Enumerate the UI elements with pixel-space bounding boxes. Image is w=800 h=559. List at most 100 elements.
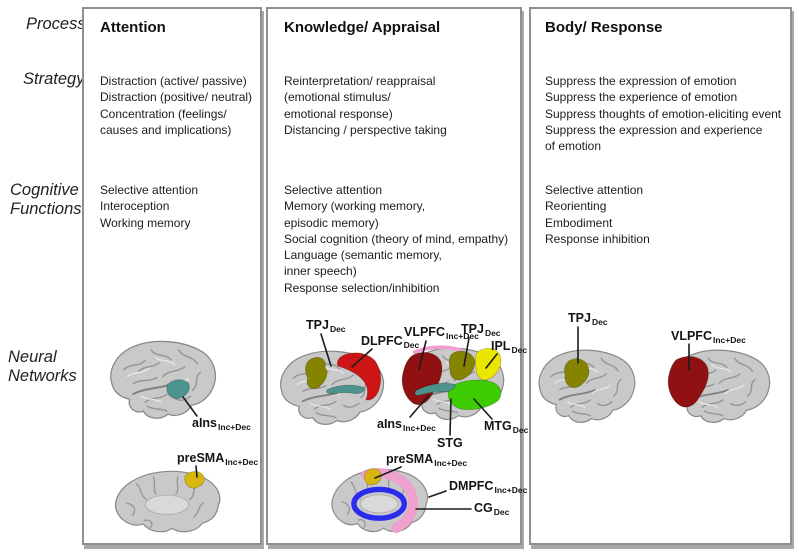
region-label-main: preSMA <box>177 451 225 465</box>
region-label-sub: Dec <box>511 345 528 355</box>
region-label-stg: STG <box>437 436 463 450</box>
brain-lateral-attention <box>109 340 217 420</box>
corpus-callosum <box>359 494 399 514</box>
brain-medial-attention <box>114 470 221 533</box>
text-line: of emotion <box>545 139 602 154</box>
region-label-vlpfc: VLPFCInc+Dec <box>671 329 746 345</box>
row-label-strategy: Strategy <box>23 70 85 88</box>
text-line: Memory (working memory, <box>284 199 426 214</box>
region-label-sub: Inc+Dec <box>434 458 468 468</box>
region-label-dlpfc: DLPFCDec <box>361 334 420 350</box>
region-label-cg: CGDec <box>474 501 510 517</box>
column-knowledge-appraisal: Knowledge/ Appraisal Reinterpretation/ r… <box>266 7 522 545</box>
column-body-response: Body/ Response Suppress the expression o… <box>529 7 792 545</box>
region-label-sub: Dec <box>493 507 510 517</box>
brain-lateral-left-knowledge <box>279 350 385 426</box>
text-line: Selective attention <box>284 183 383 197</box>
region-label-main: TPJ <box>461 322 484 336</box>
text-line: Suppress the expression and experience <box>545 122 763 137</box>
region-label-main: VLPFC <box>404 325 445 339</box>
region-label-sub: Dec <box>403 340 420 350</box>
region-label-main: MTG <box>484 419 512 433</box>
region-label-main: DLPFC <box>361 334 403 348</box>
region-label-tpj: TPJDec <box>306 318 346 334</box>
text-line: Social cognition (theory of mind, empath… <box>284 231 509 246</box>
region-label-main: IPL <box>491 339 511 353</box>
text-line: (emotional stimulus/ <box>284 90 391 105</box>
brain-lateral-right-body <box>667 349 771 424</box>
strategy-text: Distraction (active/ passive) Distraction… <box>100 73 252 138</box>
column-header: Attention <box>100 19 166 36</box>
region-label-main: VLPFC <box>671 329 712 343</box>
region-label-sub: Inc+Dec <box>712 335 746 345</box>
text-line: Reorienting <box>545 199 607 214</box>
text-line: Embodiment <box>545 215 613 230</box>
region-label-presma: preSMAInc+Dec <box>386 452 468 468</box>
region-label-main: aIns <box>192 416 218 430</box>
text-line: Suppress thoughts of emotion-eliciting e… <box>545 106 782 121</box>
brain-medial-knowledge <box>331 468 429 534</box>
region-label-sub: Dec <box>512 425 529 435</box>
text-line: Selective attention <box>545 183 644 197</box>
region-label-sub: Dec <box>591 317 608 327</box>
text-line: Distraction (active/ passive) <box>100 74 247 88</box>
region-label-tpj: TPJDec <box>568 311 608 327</box>
region-label-mtg: MTGDec <box>484 419 529 435</box>
region-label-ains: aInsInc+Dec <box>377 417 436 433</box>
region-label-sub: Dec <box>484 328 501 338</box>
region-patch-tpj <box>564 358 590 388</box>
region-patch-mtg <box>447 379 502 411</box>
region-label-sub: Inc+Dec <box>225 457 259 467</box>
region-label-main: aIns <box>377 417 403 431</box>
text-line: Response inhibition <box>545 231 650 246</box>
text-line: Functions <box>10 200 82 218</box>
text-line: inner speech) <box>284 264 357 279</box>
text-line: Neural <box>8 348 57 366</box>
text-line: Language (semantic memory, <box>284 248 442 263</box>
text-line: causes and implications) <box>100 122 232 137</box>
text-line: Response selection/inhibition <box>284 280 440 295</box>
column-header: Knowledge/ Appraisal <box>284 19 441 36</box>
text-line: Distraction (positive/ neutral) <box>100 90 253 105</box>
region-label-vlpfc: VLPFCInc+Dec <box>404 325 479 341</box>
row-label-process: Process <box>26 15 86 33</box>
region-label-main: TPJ <box>306 318 329 332</box>
text-line: Selective attention <box>100 183 199 197</box>
region-label-presma: preSMAInc+Dec <box>177 451 259 467</box>
text-line: Reinterpretation/ reappraisal <box>284 74 436 88</box>
brain-lateral-left-body <box>538 349 636 424</box>
column-header: Body/ Response <box>545 19 663 36</box>
region-label-main: DMPFC <box>449 479 494 493</box>
region-patch-vlpfc <box>667 356 709 408</box>
region-label-ipl: IPLDec <box>491 339 528 355</box>
region-label-main: preSMA <box>386 452 434 466</box>
column-attention: Attention Distraction (active/ passive)D… <box>82 7 262 545</box>
region-label-main: CG <box>474 501 493 515</box>
region-label-tpj: TPJDec <box>461 322 501 338</box>
region-patch-cg <box>351 486 407 521</box>
text-line: Suppress the experience of emotion <box>545 90 738 105</box>
text-line: Working memory <box>100 215 191 230</box>
brain-lateral-right-knowledge <box>401 345 505 421</box>
text-line: emotional response) <box>284 106 393 121</box>
region-label-sub: Dec <box>329 324 346 334</box>
corpus-callosum <box>144 494 190 515</box>
region-patch-ains <box>326 384 365 395</box>
text-line: Distancing / perspective taking <box>284 122 447 137</box>
region-label-main: STG <box>437 436 463 450</box>
region-label-sub: Inc+Dec <box>494 485 528 495</box>
region-label-ains: aInsInc+Dec <box>192 416 251 432</box>
text-line: Networks <box>8 367 77 385</box>
region-label-main: TPJ <box>568 311 591 325</box>
region-patch-ains <box>166 379 190 400</box>
text-line: episodic memory) <box>284 215 379 230</box>
text-line: Concentration (feelings/ <box>100 106 227 121</box>
region-label-sub: Inc+Dec <box>218 422 251 432</box>
